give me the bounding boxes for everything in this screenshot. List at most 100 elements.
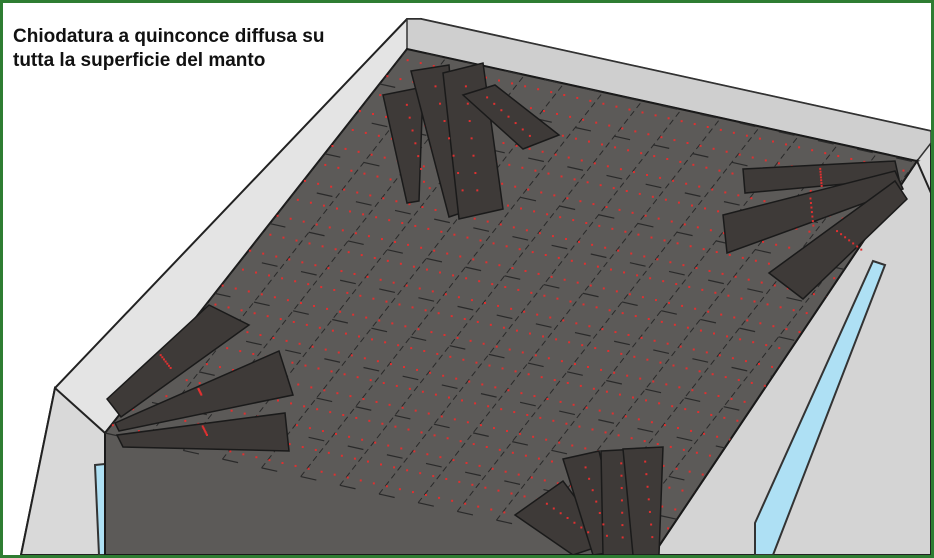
nail-mark bbox=[449, 355, 452, 358]
nail-mark bbox=[347, 251, 350, 254]
shingle-strip bbox=[115, 412, 290, 452]
nail-mark bbox=[644, 460, 647, 463]
nail-mark bbox=[669, 445, 672, 448]
nail-mark bbox=[537, 88, 540, 91]
nail-mark bbox=[572, 219, 575, 222]
nail-mark bbox=[501, 367, 504, 370]
nail-mark bbox=[311, 345, 314, 348]
nail-mark bbox=[559, 400, 562, 403]
nail-mark bbox=[692, 163, 695, 166]
nail-mark bbox=[526, 413, 529, 416]
shingle-strip bbox=[105, 304, 251, 419]
nail-mark bbox=[492, 427, 495, 430]
shingle-course-line bbox=[567, 166, 584, 171]
nail-mark bbox=[557, 256, 560, 259]
nail-mark bbox=[580, 526, 583, 529]
nail-mark bbox=[313, 304, 316, 307]
nail-mark bbox=[621, 536, 624, 539]
nail-mark bbox=[486, 96, 489, 99]
nail-mark bbox=[572, 403, 575, 406]
nail-mark bbox=[614, 146, 617, 149]
nail-mark bbox=[592, 203, 595, 206]
nail-mark bbox=[731, 172, 734, 175]
nail-mark bbox=[203, 428, 206, 431]
nail-mark bbox=[198, 382, 201, 385]
nail-mark bbox=[440, 415, 443, 418]
nail-mark bbox=[497, 304, 500, 307]
nail-mark bbox=[359, 294, 362, 297]
nail-mark bbox=[581, 344, 584, 347]
nail-mark bbox=[111, 424, 114, 427]
nail-mark bbox=[596, 265, 599, 268]
shingle-course-line bbox=[551, 244, 568, 250]
nail-mark bbox=[632, 171, 635, 174]
nail-mark bbox=[811, 220, 814, 223]
nail-mark bbox=[592, 387, 595, 390]
shingle-course-line bbox=[723, 201, 740, 206]
nail-mark bbox=[554, 153, 557, 156]
nail-mark bbox=[681, 304, 684, 307]
nail-mark bbox=[308, 427, 311, 430]
nail-mark bbox=[247, 290, 250, 293]
nail-mark bbox=[487, 405, 490, 408]
nail-mark bbox=[640, 336, 643, 339]
nail-mark bbox=[771, 140, 774, 143]
strip-nail-marks bbox=[159, 85, 863, 539]
nail-mark bbox=[420, 431, 423, 434]
nail-mark bbox=[527, 188, 530, 191]
nail-mark bbox=[645, 399, 648, 402]
nail-mark bbox=[750, 197, 753, 200]
nail-mark bbox=[444, 293, 447, 296]
nail-mark bbox=[485, 445, 488, 448]
shingle-course-line bbox=[426, 257, 443, 263]
nail-mark bbox=[702, 248, 705, 251]
nail-mark bbox=[363, 357, 366, 360]
nail-mark bbox=[507, 389, 510, 392]
nail-mark bbox=[692, 348, 695, 351]
shingle-course-line bbox=[645, 183, 662, 189]
shingle-course-line bbox=[300, 270, 317, 276]
nail-mark bbox=[425, 268, 428, 271]
nail-mark bbox=[262, 252, 265, 255]
nail-mark bbox=[333, 288, 336, 291]
nail-mark bbox=[439, 271, 442, 274]
nail-mark bbox=[417, 155, 420, 158]
nail-mark bbox=[455, 377, 458, 380]
nail-mark bbox=[570, 259, 573, 262]
nail-mark bbox=[268, 274, 271, 277]
nail-mark bbox=[566, 381, 569, 384]
nail-mark bbox=[379, 278, 382, 281]
nail-mark bbox=[763, 384, 766, 387]
nail-mark bbox=[372, 112, 375, 115]
nail-mark bbox=[462, 358, 465, 361]
nail-mark bbox=[371, 338, 374, 341]
nail-mark bbox=[361, 438, 364, 441]
nail-mark bbox=[331, 145, 334, 147]
nail-mark bbox=[662, 464, 665, 467]
nail-mark bbox=[438, 496, 441, 499]
shingle-course-line bbox=[410, 336, 427, 342]
nail-mark bbox=[624, 415, 627, 418]
nail-mark bbox=[690, 204, 693, 207]
nail-mark bbox=[472, 258, 475, 261]
nail-mark bbox=[303, 405, 306, 408]
nail-mark bbox=[407, 243, 410, 246]
shingle-course-line bbox=[676, 231, 693, 237]
nail-mark bbox=[809, 202, 812, 205]
nail-mark bbox=[202, 426, 205, 429]
nail-mark bbox=[348, 435, 351, 438]
nail-mark bbox=[408, 116, 411, 119]
nail-mark bbox=[159, 354, 162, 357]
nail-mark bbox=[739, 338, 742, 341]
nail-mark bbox=[711, 373, 714, 376]
nail-mark bbox=[542, 335, 545, 338]
nail-mark bbox=[281, 277, 284, 280]
nail-mark bbox=[643, 440, 646, 443]
nail-mark bbox=[252, 352, 255, 355]
nail-mark bbox=[242, 453, 245, 456]
nail-mark bbox=[364, 131, 367, 134]
shingle-course-line bbox=[606, 174, 623, 180]
nail-mark bbox=[288, 443, 291, 446]
nail-mark bbox=[812, 224, 815, 227]
nail-mark bbox=[569, 300, 572, 303]
